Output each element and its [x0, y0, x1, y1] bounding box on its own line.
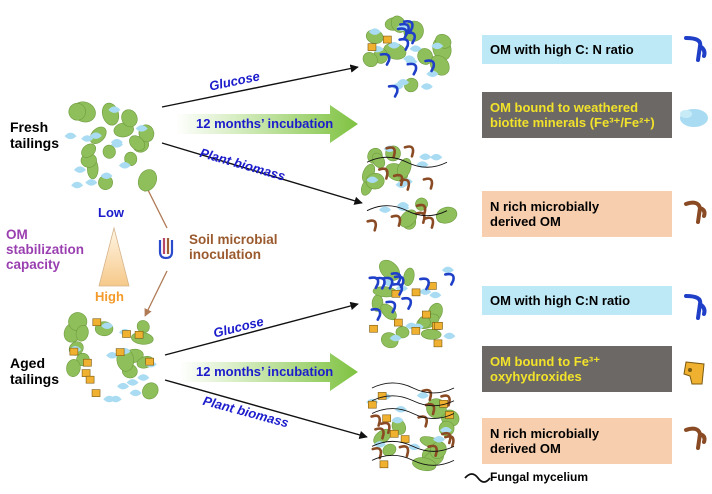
- biomass-arrow-fresh: [161, 142, 363, 205]
- incubation-arrow-fresh: [176, 105, 358, 143]
- box-fresh-high-cn: OM with high C: N ratio: [482, 35, 672, 64]
- low-label: Low: [98, 205, 124, 220]
- fresh-tailings-cluster: [64, 101, 157, 192]
- orange-block-icon: [683, 361, 705, 385]
- box-fresh-n-rich-line-1: N rich microbially: [490, 198, 600, 214]
- box-fresh-n-rich: N rich microbially derived OM: [482, 191, 672, 237]
- aged-tailings-cluster: [63, 312, 159, 403]
- brown-hook-icon-fresh: [684, 200, 707, 224]
- microbe-icon: [158, 238, 174, 260]
- aged-tailings-line-1: Aged: [10, 355, 45, 371]
- biomass-arrow-aged: [164, 379, 368, 439]
- box-aged-fe-oxy: OM bound to Fe³⁺ oxyhydroxides: [482, 346, 672, 392]
- box-fresh-biotite: OM bound to weathered biotite minerals (…: [482, 92, 672, 138]
- fresh-tailings-label: Fresh tailings: [10, 119, 60, 151]
- blue-hook-icon-fresh: [684, 36, 707, 62]
- aged-tailings-line-2: tailings: [10, 370, 60, 387]
- box-aged-n-rich-line-2: derived OM: [490, 441, 561, 456]
- inoculation-arrow-up: [144, 183, 168, 229]
- glucose-arrow-fresh: [161, 64, 359, 108]
- om-stabilization-line-1: OM: [6, 227, 28, 242]
- incubation-arrow-aged: [180, 353, 358, 391]
- fungal-mycelium-icon: [464, 473, 491, 483]
- fresh-tailings-line-1: Fresh: [10, 119, 49, 135]
- incubation-label-fresh: 12 months’ incubation: [196, 116, 334, 131]
- box-aged-n-rich: N rich microbially derived OM: [482, 418, 672, 464]
- soil-microbial-line-1: Soil microbial: [189, 232, 278, 247]
- box-fresh-high-cn-text: OM with high C: N ratio: [490, 41, 634, 57]
- box-fresh-biotite-line-1: OM bound to weathered: [490, 99, 639, 115]
- aged-tailings-label: Aged tailings: [10, 355, 60, 387]
- soil-microbial-label: Soil microbial inoculation: [189, 232, 278, 262]
- om-stabilization-line-3: capacity: [6, 257, 61, 273]
- fresh-glucose-cluster: [362, 15, 452, 98]
- light-blue-blob-icon: [680, 109, 708, 127]
- fresh-tailings-line-2: tailings: [10, 134, 60, 151]
- soil-microbial-line-2: inoculation: [189, 247, 261, 263]
- box-fresh-n-rich-line-2: derived OM: [490, 214, 561, 229]
- fungal-mycelium-label: Fungal mycelium: [490, 470, 589, 484]
- aged-biomass-cluster: [366, 382, 460, 472]
- box-aged-n-rich-line-1: N rich microbially: [490, 425, 600, 441]
- brown-hook-icon-aged: [684, 426, 707, 450]
- stabilization-triangle: [98, 226, 130, 287]
- blue-hook-icon-aged: [684, 294, 707, 320]
- high-label: High: [95, 289, 124, 304]
- box-aged-high-cn: OM with high C:N ratio: [482, 286, 672, 315]
- box-aged-high-cn-text: OM with high C:N ratio: [490, 292, 631, 308]
- aged-glucose-cluster: [368, 259, 456, 349]
- inoculation-arrow-down: [144, 270, 168, 317]
- incubation-label-aged: 12 months’ incubation: [196, 364, 334, 379]
- box-aged-fe-oxy-line-2: oxyhydroxides: [490, 369, 582, 384]
- fresh-biomass-cluster: [361, 145, 458, 232]
- box-aged-fe-oxy-line-1: OM bound to Fe³⁺: [490, 353, 601, 369]
- glucose-arrow-aged: [164, 301, 359, 356]
- om-stabilization-line-2: stabilization: [6, 242, 85, 258]
- box-fresh-biotite-line-2: biotite minerals (Fe³⁺/Fe²⁺): [490, 115, 655, 130]
- om-stabilization-label: OM stabilization capacity: [6, 227, 84, 272]
